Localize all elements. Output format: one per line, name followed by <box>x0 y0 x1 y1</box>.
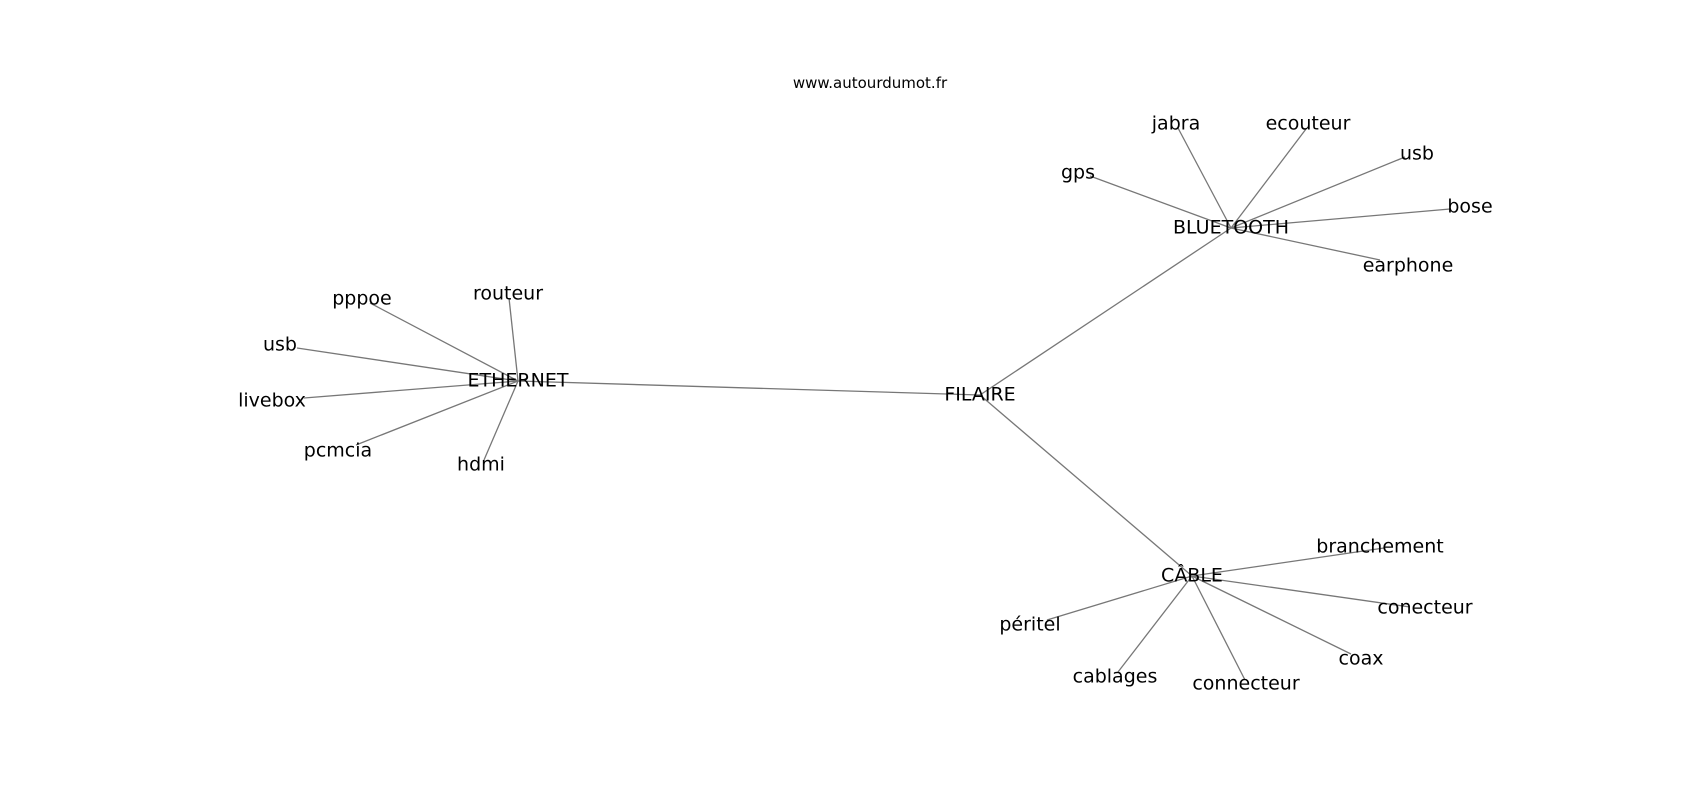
hub-node-bluetooth[interactable]: BLUETOOTH <box>1173 217 1289 239</box>
edge-ethernet-usb <box>296 347 519 382</box>
edge-cable-connecteur <box>1191 575 1246 681</box>
edge-bluetooth-bose <box>1230 208 1451 229</box>
leaf-node-livebox[interactable]: livebox <box>238 390 306 412</box>
leaf-node-usb[interactable]: usb <box>263 334 297 356</box>
edge-ethernet-pcmcia <box>355 380 519 446</box>
edge-cable-cablages <box>1117 575 1193 673</box>
edge-bluetooth-jabra <box>1177 127 1232 229</box>
edge-ethernet-routeur <box>508 297 519 382</box>
edge-bluetooth-usb <box>1230 156 1406 229</box>
leaf-node-conecteur[interactable]: conecteur <box>1377 597 1472 619</box>
leaf-node-branchement[interactable]: branchement <box>1316 536 1443 558</box>
leaf-node-pcmcia[interactable]: pcmcia <box>304 440 372 462</box>
leaf-node-connecteur[interactable]: connecteur <box>1192 673 1299 695</box>
edge-filaire-ethernet <box>517 380 981 396</box>
leaf-node-bose[interactable]: bose <box>1447 196 1492 218</box>
center-node-filaire[interactable]: FILAIRE <box>944 384 1015 406</box>
leaf-node-earphone[interactable]: earphone <box>1363 255 1454 277</box>
hub-node-ethernet[interactable]: ETHERNET <box>468 370 569 392</box>
leaf-node-pppoe[interactable]: pppoe <box>332 288 392 310</box>
edge-ethernet-livebox <box>303 380 519 399</box>
edge-filaire-bluetooth <box>979 227 1232 396</box>
edge-filaire-cable <box>979 394 1193 577</box>
edge-cable-coax <box>1191 575 1352 655</box>
leaf-node-coax[interactable]: coax <box>1339 648 1384 670</box>
edge-bluetooth-gps <box>1089 175 1232 229</box>
leaf-node-gps[interactable]: gps <box>1061 162 1095 184</box>
leaf-node-ecouteur[interactable]: ecouteur <box>1266 113 1351 135</box>
leaf-node-cablages[interactable]: cablages <box>1073 666 1158 688</box>
edge-cable-conecteur <box>1191 575 1411 608</box>
edge-ethernet-hdmi <box>483 380 519 461</box>
hub-node-cable[interactable]: CÂBLE <box>1161 564 1223 587</box>
edge-bluetooth-ecouteur <box>1230 128 1307 229</box>
edge-cable-branchement <box>1191 547 1385 577</box>
leaf-node-routeur[interactable]: routeur <box>473 283 543 305</box>
edges-layer <box>296 127 1451 681</box>
edge-ethernet-pppoe <box>369 302 519 382</box>
leaf-node-hdmi[interactable]: hdmi <box>457 454 505 476</box>
leaf-node-usb[interactable]: usb <box>1400 143 1434 165</box>
edge-cable-peritel <box>1046 575 1193 621</box>
leaf-node-peritel[interactable]: péritel <box>999 614 1060 636</box>
site-label[interactable]: www.autourdumot.fr <box>793 74 948 92</box>
edge-bluetooth-earphone <box>1230 227 1381 261</box>
leaf-node-jabra[interactable]: jabra <box>1151 113 1200 135</box>
labels-layer: FILAIRE ETHERNET routeur pppoe usb livebox pcm… <box>238 113 1493 695</box>
